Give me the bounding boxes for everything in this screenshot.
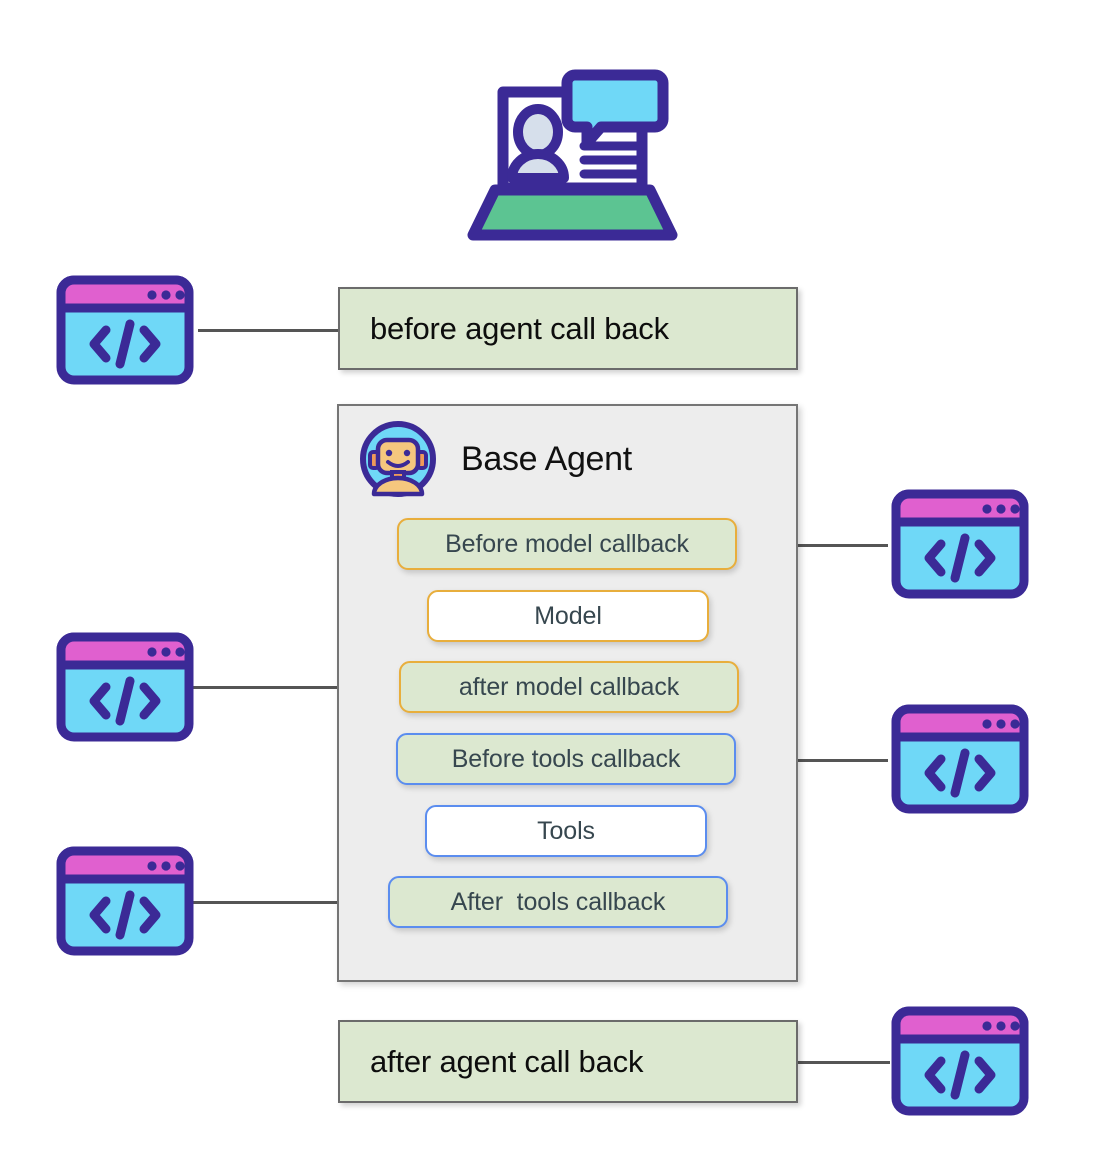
before-model-callback-label: Before model callback xyxy=(445,529,689,558)
connector-before-tools xyxy=(736,759,888,762)
code-icon-after-agent[interactable] xyxy=(890,1005,1030,1117)
model-label: Model xyxy=(534,601,602,630)
before-model-callback-box: Before model callback xyxy=(397,518,737,570)
model-box: Model xyxy=(427,590,709,642)
tools-label: Tools xyxy=(537,816,595,845)
code-icon-after-model[interactable] xyxy=(55,631,195,743)
connector-before-agent xyxy=(198,329,340,332)
before-agent-callback-label: before agent call back xyxy=(370,310,669,346)
after-tools-callback-box: After tools callback xyxy=(388,876,728,928)
base-agent-title: Base Agent xyxy=(461,439,632,478)
connector-after-model xyxy=(193,686,400,689)
after-agent-callback-box: after agent call back xyxy=(338,1020,798,1103)
after-model-callback-label: after model callback xyxy=(458,672,680,701)
code-icon-after-tools[interactable] xyxy=(55,845,195,957)
base-agent-header: Base Agent xyxy=(359,420,632,498)
before-agent-callback-box: before agent call back xyxy=(338,287,798,370)
robot-avatar-icon xyxy=(359,420,437,498)
before-tools-callback-label: Before tools callback xyxy=(451,744,681,773)
code-icon-before-model[interactable] xyxy=(890,488,1030,600)
laptop-user-chat-icon xyxy=(465,50,680,245)
connector-before-model xyxy=(736,544,888,547)
connector-after-tools xyxy=(193,901,391,904)
after-tools-callback-label: After tools callback xyxy=(450,887,666,916)
code-icon-before-agent[interactable] xyxy=(55,274,195,386)
after-model-callback-box: after model callback xyxy=(399,661,739,713)
tools-box: Tools xyxy=(425,805,707,857)
after-agent-callback-label: after agent call back xyxy=(370,1043,644,1079)
code-icon-before-tools[interactable] xyxy=(890,703,1030,815)
before-tools-callback-box: Before tools callback xyxy=(396,733,736,785)
connector-after-agent xyxy=(797,1061,890,1064)
